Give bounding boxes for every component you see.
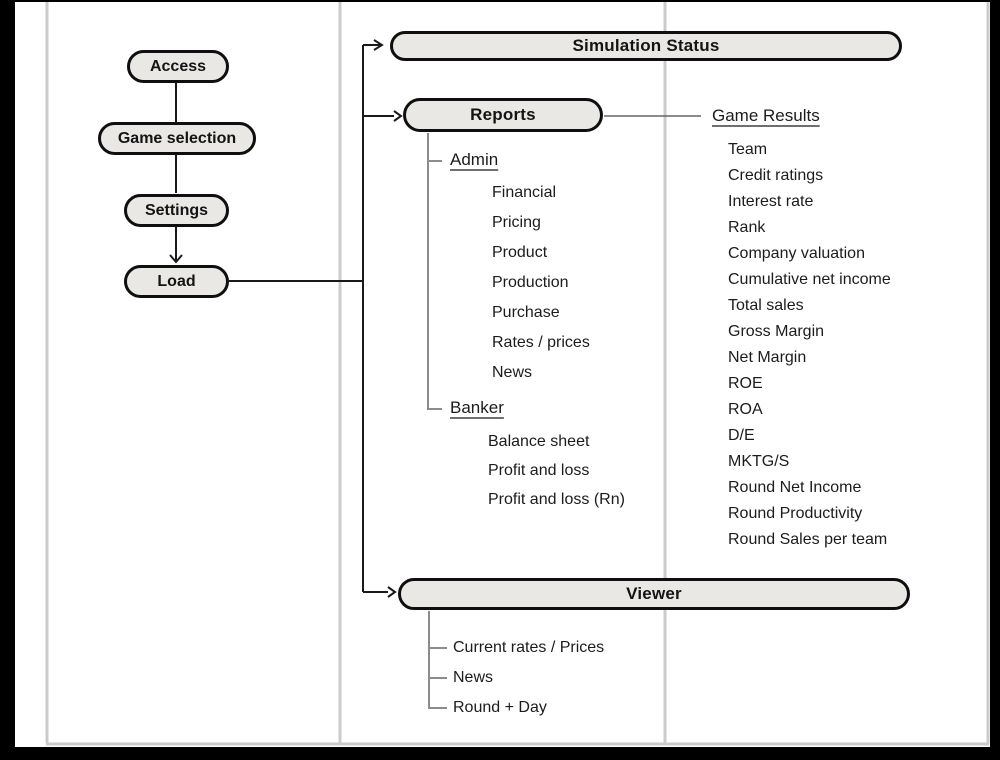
list-item: Total sales — [728, 297, 804, 314]
list-item: Round + Day — [453, 699, 547, 716]
list-item: Round Productivity — [728, 505, 863, 522]
list-item: Profit and loss (Rn) — [488, 491, 625, 508]
list-item: Rank — [728, 219, 766, 236]
node-settings-label: Settings — [144, 201, 209, 219]
node-load: Load — [124, 265, 229, 298]
node-access-label: Access — [149, 57, 207, 75]
node-access: Access — [127, 50, 229, 83]
reports-admin-heading: Admin — [450, 150, 499, 169]
node-game-selection-label: Game selection — [117, 129, 237, 147]
list-item: Team — [728, 141, 768, 158]
game-results-heading: Game Results — [712, 106, 820, 125]
list-item: ROE — [728, 375, 763, 392]
list-item: Financial — [492, 184, 557, 201]
list-item: Interest rate — [728, 193, 814, 210]
reports-banker-list: Balance sheet Profit and loss Profit and… — [488, 432, 625, 519]
node-game-selection: Game selection — [98, 122, 256, 155]
list-item: News — [492, 364, 533, 381]
node-viewer: Viewer — [398, 578, 910, 610]
game-results-list: Team Credit ratings Interest rate Rank C… — [728, 140, 891, 556]
list-item: Current rates / Prices — [453, 639, 605, 656]
node-simulation-status: Simulation Status — [390, 31, 902, 61]
node-reports: Reports — [403, 98, 603, 132]
reports-admin-list: Financial Pricing Product Production Pur… — [492, 183, 590, 393]
node-settings: Settings — [124, 194, 229, 227]
list-item: Company valuation — [728, 245, 865, 262]
list-item: Rates / prices — [492, 334, 590, 351]
list-item: Product — [492, 244, 548, 261]
list-item: D/E — [728, 427, 755, 444]
list-item: Purchase — [492, 304, 560, 321]
list-item: Credit ratings — [728, 167, 824, 184]
list-item: Balance sheet — [488, 433, 590, 450]
list-item: Round Net Income — [728, 479, 862, 496]
list-item: Pricing — [492, 214, 541, 231]
reports-banker-heading: Banker — [450, 398, 504, 417]
node-load-label: Load — [157, 272, 196, 290]
list-item: ROA — [728, 401, 763, 418]
list-item: News — [453, 669, 494, 686]
viewer-list: Current rates / Prices News Round + Day — [453, 638, 604, 728]
node-reports-label: Reports — [470, 105, 536, 124]
list-item: Gross Margin — [728, 323, 825, 340]
list-item: Round Sales per team — [728, 531, 888, 548]
list-item: MKTG/S — [728, 453, 790, 470]
list-item: Profit and loss — [488, 462, 590, 479]
node-simulation-status-label: Simulation Status — [572, 36, 720, 55]
list-item: Production — [492, 274, 569, 291]
list-item: Net Margin — [728, 349, 807, 366]
node-viewer-label: Viewer — [626, 584, 682, 603]
list-item: Cumulative net income — [728, 271, 891, 288]
